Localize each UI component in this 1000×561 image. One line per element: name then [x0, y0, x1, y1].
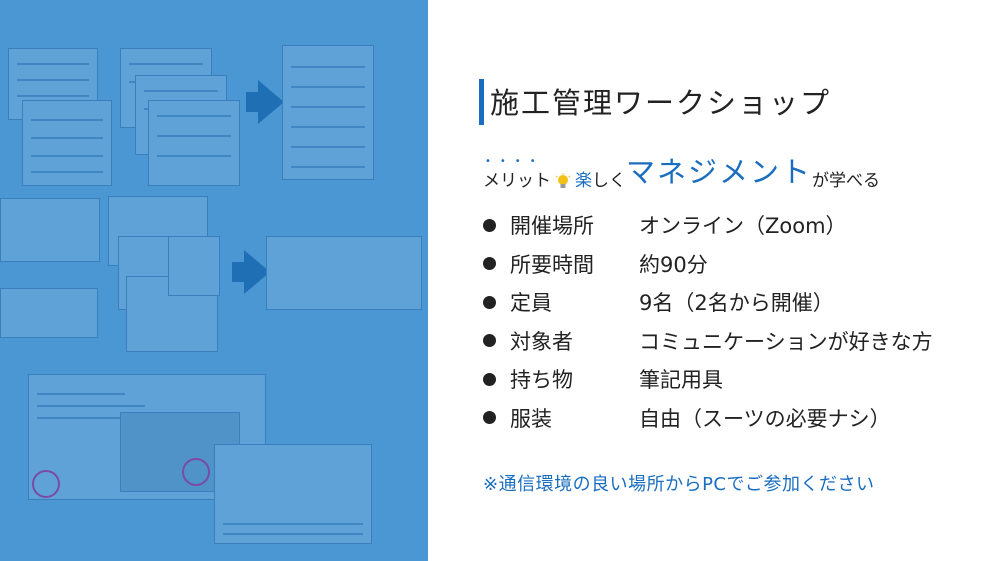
emphasis-dots: ••••: [485, 156, 545, 167]
detail-label: 服装: [510, 406, 552, 431]
arrow-right-icon: [258, 80, 284, 124]
detail-label: 開催場所: [510, 214, 594, 239]
highlight-circle: [182, 458, 210, 486]
arrow-stem: [232, 262, 246, 282]
worksheet-thumbnail: [22, 100, 112, 186]
detail-value: 9名（2名から開催）: [639, 291, 834, 316]
connection-note: ※通信環境の良い場所からPCでご参加ください: [483, 474, 875, 495]
merit-fun: 楽: [575, 171, 592, 191]
material-cost-thumbnail: [214, 444, 372, 544]
detail-label: 所要時間: [510, 252, 594, 277]
bullet-icon: [483, 334, 496, 348]
workshop-info: 施工管理ワークショップ •••• メリット 楽 しく マネジメント が学べる 開…: [428, 0, 1000, 561]
photo-thumbnail: [168, 236, 220, 296]
detail-label: 定員: [510, 291, 552, 316]
detail-label: 持ち物: [510, 368, 573, 393]
title-accent-bar: [479, 79, 484, 125]
bullet-icon: [483, 372, 496, 386]
workshop-collage-panel: [0, 0, 428, 561]
bullet-icon: [483, 218, 496, 232]
merit-label: •••• メリット: [483, 156, 551, 191]
detail-list: 開催場所 オンライン（Zoom） 所要時間 約90分 定員 9名（2名から開催） 対象…: [483, 206, 933, 437]
merit-line: •••• メリット 楽 しく マネジメント が学べる: [483, 155, 880, 191]
detail-row-capacity: 定員 9名（2名から開催）: [483, 283, 933, 322]
detail-row-belongings: 持ち物 筆記用具: [483, 360, 933, 399]
bullet-icon: [483, 411, 496, 425]
bullet-icon: [483, 257, 496, 271]
detail-value: 自由（スーツの必要ナシ）: [639, 406, 891, 431]
bullet-icon: [483, 295, 496, 309]
detail-value: コミュニケーションが好きな方: [639, 329, 933, 354]
detail-value: 筆記用具: [639, 368, 723, 393]
detail-label: 対象者: [510, 329, 573, 354]
worksheet-thumbnail: [148, 100, 240, 186]
detail-row-target: 対象者 コミュニケーションが好きな方: [483, 322, 933, 361]
grid-thumbnail: [0, 288, 98, 338]
merit-highlight: マネジメント: [626, 155, 813, 189]
detail-row-venue: 開催場所 オンライン（Zoom）: [483, 206, 933, 245]
lightbulb-icon: [555, 173, 571, 191]
merit-fun-suffix: しく: [592, 171, 626, 191]
page-title: 施工管理ワークショップ: [490, 86, 832, 120]
detail-value: 約90分: [639, 252, 708, 277]
highlight-circle: [32, 470, 60, 498]
detail-row-duration: 所要時間 約90分: [483, 245, 933, 284]
detail-row-dress: 服装 自由（スーツの必要ナシ）: [483, 399, 933, 438]
arrow-stem: [246, 92, 260, 112]
merit-suffix: が学べる: [812, 171, 881, 191]
table-thumbnail: [282, 45, 374, 180]
arrow-right-icon: [244, 250, 270, 294]
detail-value: オンライン（Zoom）: [639, 214, 847, 239]
floorplan-thumbnail: [0, 198, 100, 262]
floorplan-result-thumbnail: [266, 236, 422, 310]
